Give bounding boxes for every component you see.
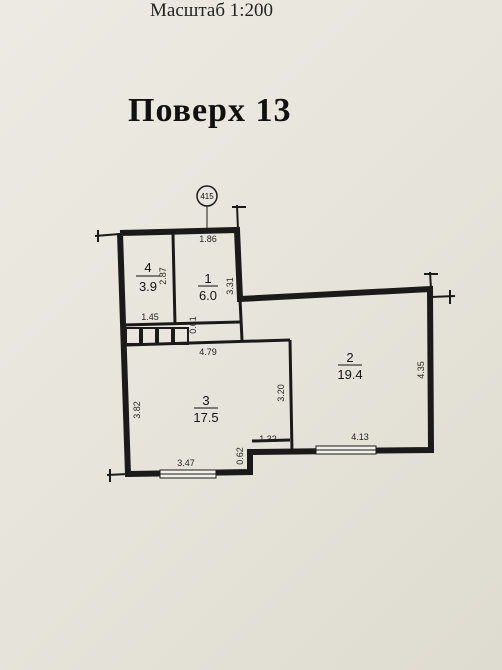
windows <box>159 445 377 479</box>
dim-room1-width: 1.86 <box>199 234 217 244</box>
room-1-area: 6.0 <box>199 288 217 303</box>
room-1-number: 1 <box>204 271 211 286</box>
dim-step-height: 0.62 <box>235 447 245 465</box>
room-2-number: 2 <box>346 350 353 365</box>
dim-room2-bottom: 4.13 <box>351 432 369 442</box>
dim-room3-bottom: 3.47 <box>177 458 195 468</box>
dimension-labels: 1.86 3.31 2.87 1.45 0.61 4.79 3.20 3.82 … <box>132 234 426 468</box>
room-3-number: 3 <box>202 393 209 408</box>
room-4-area: 3.9 <box>139 279 157 294</box>
plan-marker: 415 <box>196 185 218 232</box>
room-4-number: 4 <box>144 260 151 275</box>
marker-label: 415 <box>200 192 214 201</box>
dim-room3-side: 3.20 <box>276 384 286 402</box>
dim-room1-height: 3.31 <box>225 277 235 295</box>
room-2-area: 19.4 <box>337 367 362 382</box>
closet-boxes <box>125 327 189 345</box>
room-3: 3 17.5 <box>193 393 218 425</box>
dim-closet-gap: 0.61 <box>188 316 198 334</box>
dim-room3-width: 4.79 <box>199 347 217 357</box>
room-2: 2 19.4 <box>337 350 362 382</box>
wall-ticks <box>94 204 456 482</box>
dim-room4-height: 2.87 <box>158 267 168 285</box>
dim-step-width: 1.32 <box>259 434 277 444</box>
interior-walls <box>120 233 294 453</box>
dim-room3-left: 3.82 <box>132 401 142 419</box>
room-1: 1 6.0 <box>198 271 218 303</box>
dim-room2-right: 4.35 <box>416 361 426 379</box>
scale-label: Масштаб 1:200 <box>150 0 274 21</box>
dim-room4-width: 1.45 <box>141 312 159 322</box>
room-4: 4 3.9 <box>136 260 160 294</box>
room-3-area: 17.5 <box>193 410 218 425</box>
floor-title: Поверх 13 <box>128 92 292 129</box>
